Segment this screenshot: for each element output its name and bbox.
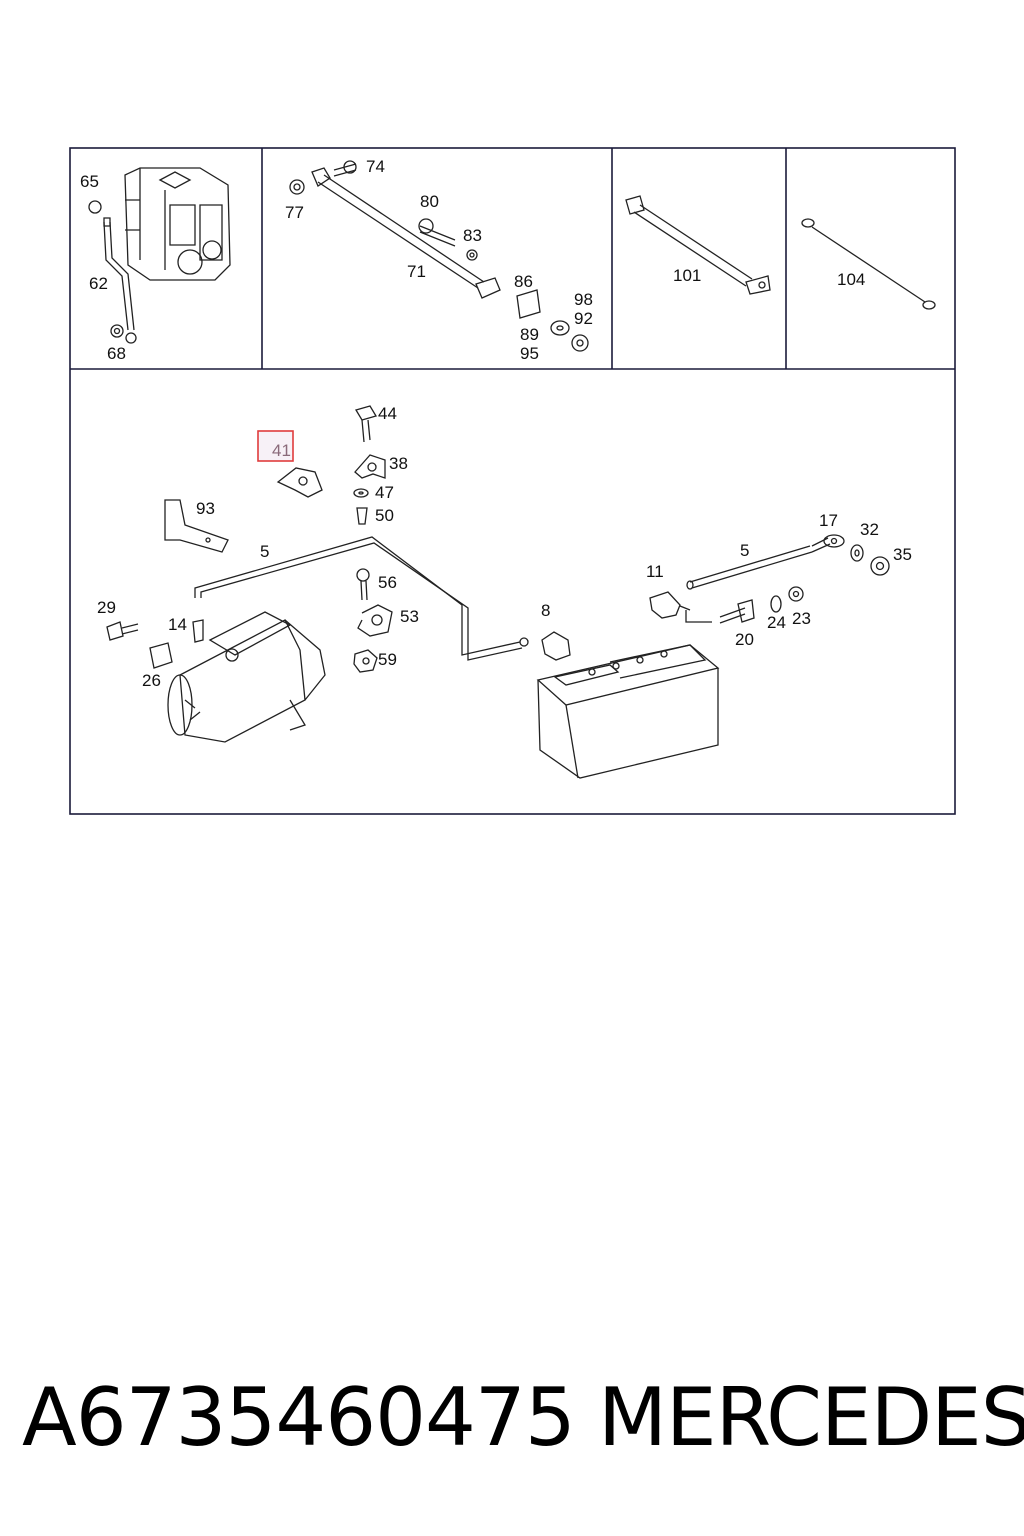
callout-65: 65 xyxy=(80,172,99,191)
brand-caption: MERCEDES xyxy=(598,1371,1024,1464)
battery-drawing xyxy=(536,644,720,779)
cable-71-drawing xyxy=(289,160,589,352)
highlight-box-41 xyxy=(257,430,294,462)
callout-80: 80 xyxy=(420,192,439,211)
callout-68: 68 xyxy=(107,344,126,363)
callout-93: 93 xyxy=(196,499,215,518)
callout-56: 56 xyxy=(378,573,397,592)
callout-98: 98 xyxy=(574,290,593,309)
callout-8: 8 xyxy=(541,601,550,620)
callout-5-right: 5 xyxy=(740,541,749,560)
callout-59: 59 xyxy=(378,650,397,669)
cable-5-left-drawing xyxy=(194,536,529,661)
hardware-small-parts xyxy=(106,405,804,673)
callout-86: 86 xyxy=(514,272,533,291)
callout-5-left: 5 xyxy=(260,542,269,561)
callout-95: 95 xyxy=(520,344,539,363)
strap-101-drawing xyxy=(625,195,771,295)
callout-83: 83 xyxy=(463,226,482,245)
callout-44: 44 xyxy=(378,404,397,423)
callout-92: 92 xyxy=(574,309,593,328)
bracket-93-drawing xyxy=(164,499,229,553)
callout-77: 77 xyxy=(285,203,304,222)
callout-17: 17 xyxy=(819,511,838,530)
callout-26: 26 xyxy=(142,671,161,690)
starter-motor-drawing xyxy=(167,611,326,743)
callout-35: 35 xyxy=(893,545,912,564)
callout-47: 47 xyxy=(375,483,394,502)
callout-38: 38 xyxy=(389,454,408,473)
callout-74: 74 xyxy=(366,157,385,176)
parts-diagram: 65 62 68 74 77 80 83 71 86 98 92 89 95 1… xyxy=(69,147,956,815)
callout-71: 71 xyxy=(407,262,426,281)
callout-20: 20 xyxy=(735,630,754,649)
callout-labels: 65 62 68 74 77 80 83 71 86 98 92 89 95 1… xyxy=(80,157,912,690)
panel-frames xyxy=(69,147,956,815)
ground-strap-62 xyxy=(88,200,137,344)
callout-50: 50 xyxy=(375,506,394,525)
callout-32: 32 xyxy=(860,520,879,539)
callout-101: 101 xyxy=(673,266,701,285)
callout-41: 41 xyxy=(272,441,291,460)
callout-104: 104 xyxy=(837,270,865,289)
callout-23: 23 xyxy=(792,609,811,628)
abs-unit-drawing xyxy=(124,167,231,281)
callout-89: 89 xyxy=(520,325,539,344)
callout-24: 24 xyxy=(767,613,786,632)
callout-62: 62 xyxy=(89,274,108,293)
part-number-caption: A6735460475 xyxy=(22,1371,576,1464)
callout-14: 14 xyxy=(168,615,187,634)
cable-5-right-drawing xyxy=(686,534,890,590)
callout-53: 53 xyxy=(400,607,419,626)
wire-104-drawing xyxy=(801,218,936,310)
callout-29: 29 xyxy=(97,598,116,617)
callout-11: 11 xyxy=(646,562,664,581)
